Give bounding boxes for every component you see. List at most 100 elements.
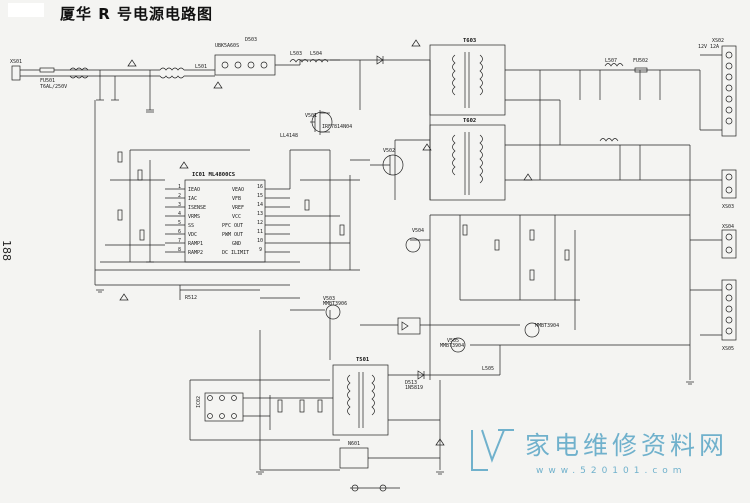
- optocoupler-bottom: [339, 447, 369, 469]
- label-l501: L501: [195, 64, 207, 70]
- warning-triangles: [119, 39, 533, 446]
- label-l504: L504: [310, 51, 322, 57]
- ic-pinnum-r15: 15: [257, 193, 263, 199]
- ic-left-pin-names: IEAO IAC ISENSE VRMS SS VDC RAMP1 RAMP2: [188, 187, 206, 256]
- label-fuse: FU501: [40, 78, 55, 84]
- connector-xs04: [721, 229, 737, 259]
- ic-pin-r14: VREF: [232, 205, 244, 211]
- transformer-t602: [429, 124, 506, 201]
- fuse-fu502: [634, 67, 648, 73]
- label-xs03: XS03: [722, 204, 734, 210]
- ic-pin-l7: RAMP1: [188, 241, 203, 247]
- label-xs02-sub: 12V 12A: [698, 44, 719, 50]
- label-xs02: XS02: [712, 38, 724, 44]
- label-l507: L507: [605, 58, 617, 64]
- ic-pin-r10: GND: [232, 241, 241, 247]
- transformer-t603: [429, 44, 506, 116]
- ic-pins-right: [265, 188, 290, 253]
- ic-right-pin-nums: 16 15 14 13 12 11 10 9: [257, 184, 263, 253]
- transistor-v504: [405, 237, 421, 253]
- pfc-inductor-l504: [309, 59, 329, 63]
- page-number: 188: [0, 240, 13, 261]
- ic-pinnum-l8: 8: [178, 247, 181, 253]
- ic-pinnum-r14: 14: [257, 202, 263, 208]
- label-xs05: XS05: [722, 346, 734, 352]
- ic-pinnum-l5: 5: [178, 220, 181, 226]
- label-fuse-spec: T6AL/250V: [40, 84, 67, 90]
- optocoupler: [397, 317, 421, 335]
- label-t501: T501: [356, 357, 370, 363]
- emi-coil-4: [159, 75, 185, 79]
- connector-xs02: [721, 45, 737, 137]
- transistor-v506: [524, 322, 540, 338]
- ic-pinnum-r11: 11: [257, 229, 263, 235]
- ic-pin-r16: VEAO: [232, 187, 244, 193]
- ic-pinnum-l3: 3: [178, 202, 181, 208]
- fuse: [39, 67, 55, 73]
- label-ll4148: LL4148: [280, 133, 298, 139]
- page-title: 厦华 R 号电源电路图: [60, 5, 213, 23]
- bridge-rectifier: [214, 54, 276, 76]
- watermark-text: 家电维修资料网: [525, 431, 729, 460]
- ic-pinnum-r9: 9: [259, 247, 262, 253]
- label-t602: T602: [463, 118, 476, 124]
- ic-pinnum-l7: 7: [178, 238, 181, 244]
- emi-coil-3: [159, 67, 185, 71]
- ic-pin-l3: ISENSE: [188, 205, 206, 211]
- pfc-inductor-l503: [289, 59, 309, 63]
- label-l505: L505: [482, 366, 494, 372]
- label-v503-part: MMBT3906: [323, 301, 347, 307]
- ic-pinnum-l4: 4: [178, 211, 181, 217]
- label-t603: T603: [463, 38, 476, 44]
- ic02-body: [204, 392, 244, 422]
- transformer-t501: [332, 364, 389, 436]
- ic-pinnum-l2: 2: [178, 193, 181, 199]
- watermark-logo-icon: [471, 429, 514, 471]
- mosfet-q501: [311, 111, 333, 133]
- transistor-v503: [325, 304, 341, 320]
- label-n601: N601: [348, 441, 360, 447]
- ic-pin-l8: RAMP2: [188, 250, 203, 256]
- ic-pinnum-r10: 10: [257, 238, 263, 244]
- output-inductor-l507: [604, 63, 624, 67]
- diode-d513: [417, 370, 425, 380]
- input-connector: [11, 65, 21, 81]
- ic-right-pin-names: VEAO VFB VREF VCC PFC OUT PWM OUT GND DC…: [222, 187, 249, 256]
- ic-pinnum-r16: 16: [257, 184, 263, 190]
- ic-pin-l4: VRMS: [188, 214, 200, 220]
- label-q501: V501: [305, 113, 317, 119]
- labels: XS01 FU501 T6AL/250V L501 D503 UBK5A60S …: [10, 37, 734, 447]
- transistor-v505: [450, 337, 466, 353]
- ground-symbols: [96, 261, 694, 475]
- wiring: [11, 39, 737, 492]
- label-ic02: IC02: [196, 396, 202, 408]
- ic-pinnum-l6: 6: [178, 229, 181, 235]
- ic-pins-left: [165, 188, 185, 253]
- label-bridge: D503: [245, 37, 257, 43]
- label-v503: V503: [323, 296, 335, 302]
- ic-left-pin-nums: 1 2 3 4 5 6 7 8: [178, 184, 181, 253]
- label-v505-part: MMBT3904: [440, 343, 464, 349]
- pfc-diode: [376, 55, 384, 65]
- ic-pin-l2: IAC: [188, 196, 197, 202]
- watermark-url: www.520101.com: [536, 466, 687, 476]
- label-v504: V504: [412, 228, 424, 234]
- label-xs04: XS04: [722, 224, 734, 230]
- label-bridge-part: UBK5A60S: [215, 43, 239, 49]
- connector-xs05: [721, 279, 737, 341]
- label-xs01: XS01: [10, 59, 22, 65]
- emi-coil-2: [69, 75, 89, 79]
- label-d513-part: 1N5819: [405, 385, 423, 391]
- emi-coil-1: [69, 67, 89, 71]
- label-r512: R512: [185, 295, 197, 301]
- label-l503: L503: [290, 51, 302, 57]
- ic-pin-r15: VFB: [232, 196, 241, 202]
- title-box: [8, 3, 44, 17]
- ic-pin-r11: PWM OUT: [222, 232, 243, 238]
- ic-pinnum-r12: 12: [257, 220, 263, 226]
- label-fu502: FU502: [633, 58, 648, 64]
- label-d513: D513: [405, 380, 417, 386]
- output-inductor-l508: [599, 138, 619, 142]
